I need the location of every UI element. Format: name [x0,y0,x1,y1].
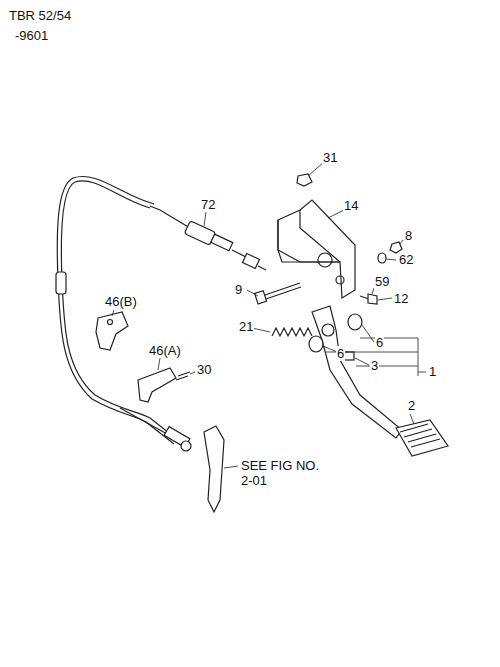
callout-number: 2 [407,398,416,413]
model-header: TBR 52/54 [8,8,72,23]
callout-number: 12 [393,291,409,306]
callout-number: 30 [196,362,212,377]
callout-number: 9 [234,282,243,297]
callout-number: 6 [375,335,384,350]
reference-note: SEE FIG NO. 2-01 [240,458,324,488]
callout-number: 46(B) [104,294,138,309]
callout-number: 21 [238,319,254,334]
callout-number: 3 [370,358,379,373]
callout-number: 1 [428,364,437,379]
callout-number: 8 [404,228,413,243]
callout-number: 14 [343,198,359,213]
callout-number: 46(A) [148,343,182,358]
callout-number: 59 [374,274,390,289]
callout-number: 62 [398,252,414,267]
callout-number: 6 [336,346,345,361]
callout-number: 31 [322,150,338,165]
model-header: -9601 [14,28,49,43]
callout-number: 72 [200,197,216,212]
